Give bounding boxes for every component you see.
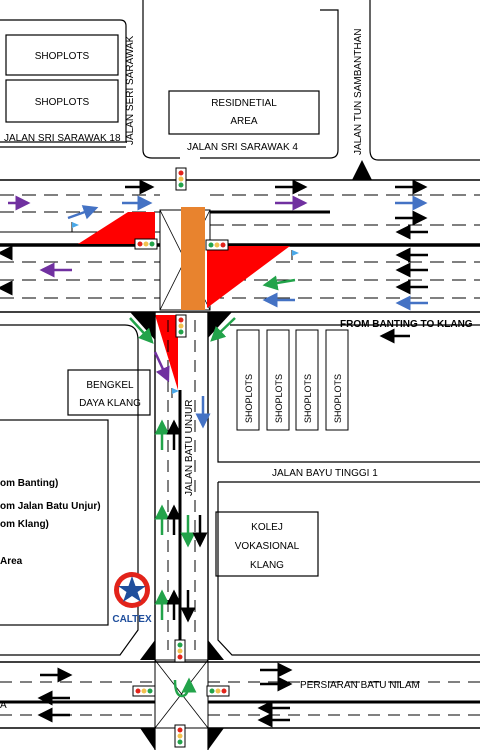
jalan-seri-sarawak-label: JALAN SERI SARAWAK [125, 35, 136, 145]
block-outline-top-middle2 [200, 9, 339, 159]
bengkel-block [67, 369, 151, 416]
flag-icon [71, 222, 79, 232]
legend-line-4: Area [0, 556, 23, 567]
from-banting-label: FROM BANTING TO KLANG [340, 319, 473, 330]
bengkel-label-2: DAYA KLANG [79, 398, 141, 409]
broad-dashes [0, 681, 480, 716]
outline-right-block4 [217, 482, 480, 656]
traffic-light-icon [206, 685, 230, 697]
shoplots-v-label-4: SHOPLOTS [333, 374, 343, 423]
corner-triangle-1 [130, 312, 155, 340]
shoplots-v-label-1: SHOPLOTS [244, 374, 254, 423]
u-turn-arrow-icon [173, 677, 197, 698]
caltex-label: CALTEX [112, 614, 152, 625]
shoplots-block-2 [5, 79, 119, 123]
kolej-label-3: KLANG [250, 560, 284, 571]
jalan-sri-sarawak-18-label: JALAN SRI SARAWAK 18 [4, 133, 121, 144]
residential-block [168, 90, 320, 135]
persiaran-batu-nilam-label: PERSIARAN BATU NILAM [300, 680, 420, 691]
traffic-light-icon [134, 238, 158, 250]
kolej-block [215, 511, 319, 577]
legend-line-1: om Banting) [0, 478, 58, 489]
bengkel-label-1: BENGKEL [86, 380, 134, 391]
shoplots-v-label-3: SHOPLOTS [303, 374, 313, 423]
red-zone-vertical [155, 315, 178, 390]
arrows-top-left [0, 179, 155, 296]
red-zone-right [207, 246, 290, 308]
shoplots-label-1: SHOPLOTS [35, 51, 90, 62]
vroad-dashes [167, 320, 196, 650]
shoplots-v-label-2: SHOPLOTS [274, 374, 284, 423]
traffic-light-icon [174, 724, 186, 748]
red-zone-top-left [78, 212, 155, 244]
legend-box [0, 419, 109, 626]
arrows-top-right [262, 179, 428, 344]
traffic-light-icon [132, 685, 156, 697]
jalan-batu-unjur-label: JALAN BATU UNJUR [184, 400, 195, 497]
bottom-left-label: A [0, 700, 7, 711]
outline-left-block [0, 324, 139, 656]
outline-right-block2 [217, 330, 480, 463]
jalan-bayu-tinggi-label: JALAN BAYU TINGGI 1 [272, 468, 378, 479]
corner-triangle-5 [140, 728, 155, 750]
legend-line-3: om Klang) [0, 519, 49, 530]
traffic-light-icon [205, 239, 229, 251]
block-outline-top-middle [142, 0, 180, 159]
kolej-label-2: VOKASIONAL [235, 541, 300, 552]
jalan-tun-sambanthan-label: JALAN TUN SAMBANTHAN [353, 28, 364, 155]
jalan-sri-sarawak-4-label: JALAN SRI SARAWAK 4 [187, 142, 298, 153]
corner-triangle-6 [208, 728, 224, 750]
traffic-light-icon [175, 314, 187, 338]
residential-label: RESIDNETIAL [211, 98, 277, 109]
flag-icon [291, 250, 299, 260]
traffic-light-icon [174, 639, 186, 663]
traffic-light-icon [175, 167, 187, 191]
block-outline-top-right [369, 0, 480, 161]
residential-area-label: AREA [230, 116, 258, 127]
lane-dashes [0, 194, 480, 299]
kolej-label-1: KOLEJ [251, 522, 283, 533]
block-outline-top-left [0, 19, 127, 143]
caltex-star-icon [114, 572, 150, 608]
orange-zone [181, 207, 205, 310]
bottom-diag-2 [154, 659, 209, 729]
arrows-vertical [129, 317, 236, 623]
flag-icon [171, 388, 179, 398]
corner-triangle-3 [140, 640, 155, 660]
road-marker-triangle-top [352, 160, 372, 180]
shoplots-label-2: SHOPLOTS [35, 97, 90, 108]
corner-triangle-4 [208, 640, 224, 660]
legend-line-2: om Jalan Batu Unjur) [0, 501, 101, 512]
shoplots-block-1 [5, 34, 119, 76]
arrows-bottom [37, 662, 293, 728]
shoplots-row [236, 329, 349, 431]
